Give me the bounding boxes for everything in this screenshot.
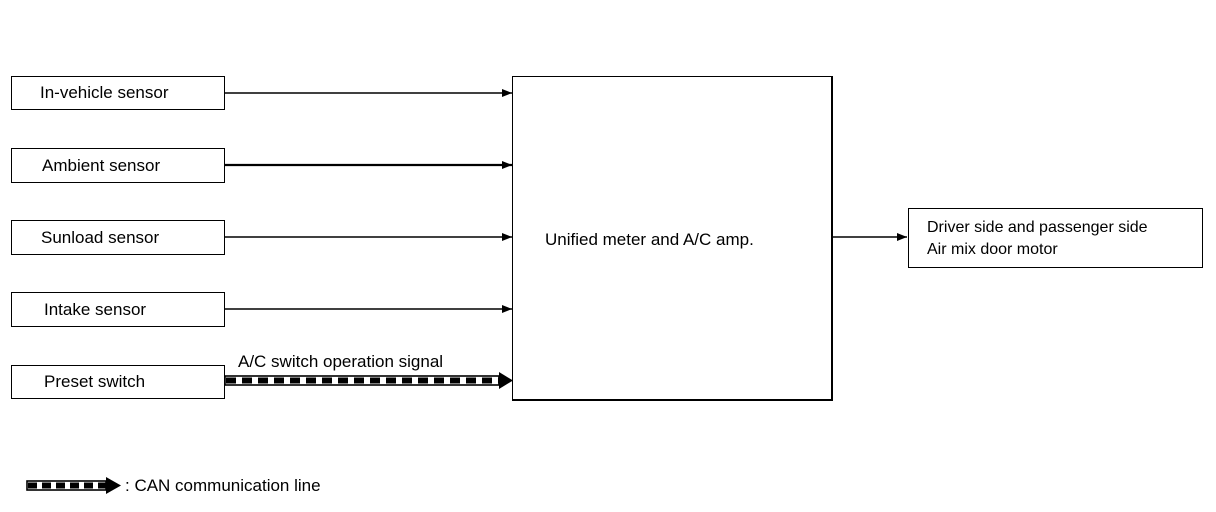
- legend-text: : CAN communication line: [125, 476, 321, 495]
- in-vehicle-sensor-label: In-vehicle sensor: [40, 83, 169, 102]
- air-mix-door-motor-text: Driver side and passenger side Air mix d…: [927, 217, 1148, 261]
- output-line-2: Air mix door motor: [927, 241, 1058, 258]
- preset-switch-label: Preset switch: [44, 372, 146, 391]
- sunload-sensor-box: Sunload sensor: [11, 220, 225, 255]
- unified-meter-ac-amp-label: Unified meter and A/C amp.: [545, 230, 754, 249]
- preset-signal-label: A/C switch operation signal: [238, 352, 444, 371]
- ambient-sensor-label: Ambient sensor: [42, 155, 161, 175]
- preset-switch-box: Preset switch: [11, 365, 225, 399]
- legend-can-symbol: [26, 477, 121, 494]
- can-communication-line: [224, 372, 513, 389]
- unified-meter-ac-amp-box: Unified meter and A/C amp.: [512, 76, 833, 401]
- in-vehicle-sensor-box: In-vehicle sensor: [11, 76, 225, 110]
- sunload-sensor-label: Sunload sensor: [41, 227, 160, 247]
- intake-sensor-label: Intake sensor: [44, 299, 147, 319]
- ambient-sensor-box: Ambient sensor: [11, 148, 225, 183]
- intake-sensor-box: Intake sensor: [11, 292, 225, 327]
- output-line-1: Driver side and passenger side: [927, 219, 1148, 236]
- air-mix-door-motor-box: Driver side and passenger side Air mix d…: [908, 208, 1203, 268]
